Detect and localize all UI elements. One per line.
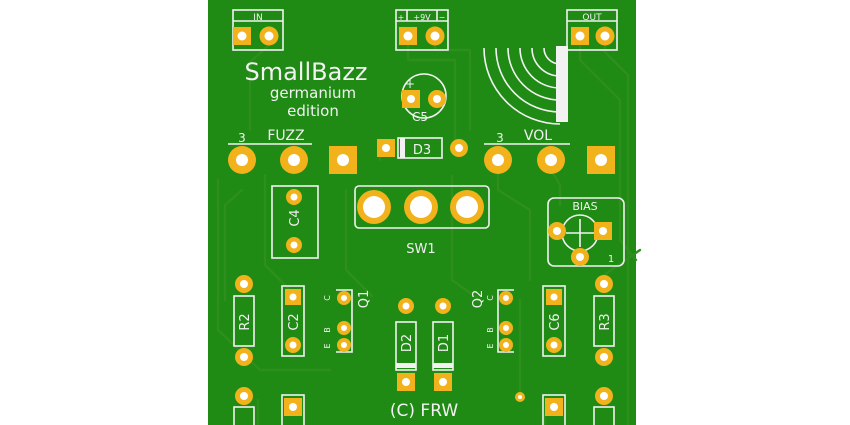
bias-label: BIAS xyxy=(572,200,597,213)
diode-d2: D2 xyxy=(395,298,417,391)
connector-power: + +9V − xyxy=(395,9,449,51)
transistor-q2: C B E Q2 xyxy=(471,289,514,353)
copyright-label: (C) FRW xyxy=(390,401,458,421)
bottom-partial-components xyxy=(233,387,615,425)
q1-label: Q1 xyxy=(357,290,372,309)
c5-label: C5 xyxy=(412,110,428,124)
d3-label: D3 xyxy=(413,143,431,158)
q1-pin-e: E xyxy=(323,343,332,348)
connector-in-label: IN xyxy=(253,13,262,23)
capacitor-c6: C6 xyxy=(542,285,566,357)
q1-pin-b: B xyxy=(323,327,332,333)
pot-fuzz: 3 FUZZ xyxy=(228,128,357,174)
board-title: SmallBazz xyxy=(244,58,367,86)
capacitor-c2: C2 xyxy=(281,285,305,357)
pot-vol: 3 VOL xyxy=(484,128,615,174)
connector-out-label: OUT xyxy=(582,13,602,23)
trimmer-bias: BIAS 1 xyxy=(547,197,625,267)
bias-pin-label: 1 xyxy=(608,254,614,265)
capacitor-c5: + C5 xyxy=(401,73,447,124)
c2-label: C2 xyxy=(287,313,302,330)
diode-d1: D1 xyxy=(432,298,454,391)
q2-label: Q2 xyxy=(471,290,486,309)
resistor-r3: R3 xyxy=(593,275,615,366)
d1-label: D1 xyxy=(437,334,452,352)
d2-label: D2 xyxy=(400,334,415,352)
board-subtitle-line2: edition xyxy=(287,102,339,120)
transistor-q1: C B E Q1 xyxy=(323,289,372,353)
power-plus-label: + xyxy=(398,13,405,22)
r3-label: R3 xyxy=(598,313,613,330)
q1-pin-c: C xyxy=(323,295,332,301)
connector-in: IN xyxy=(232,9,284,51)
power-label: +9V xyxy=(413,13,431,22)
q2-pin-e: E xyxy=(486,343,495,348)
vol-label: VOL xyxy=(524,128,552,144)
connector-out: OUT xyxy=(566,9,618,51)
q2-pin-b: B xyxy=(486,327,495,333)
sw1-label: SW1 xyxy=(406,242,435,257)
capacitor-c4: C4 xyxy=(271,185,319,259)
fuzz-pin-label: 3 xyxy=(238,131,246,145)
board-subtitle-line1: germanium xyxy=(270,84,356,102)
diode-d3: D3 xyxy=(377,137,468,159)
resistor-r2: R2 xyxy=(233,275,255,366)
switch-sw1: SW1 xyxy=(354,185,490,257)
c6-label: C6 xyxy=(548,313,563,330)
vol-pin-label: 3 xyxy=(496,131,504,145)
c4-label: C4 xyxy=(288,209,303,226)
logo-arcs xyxy=(483,46,568,125)
q2-pin-c: C xyxy=(486,295,495,301)
power-minus-label: − xyxy=(439,13,446,22)
fuzz-label: FUZZ xyxy=(267,128,304,144)
c5-polarity: + xyxy=(405,77,415,91)
r2-label: R2 xyxy=(238,313,253,330)
